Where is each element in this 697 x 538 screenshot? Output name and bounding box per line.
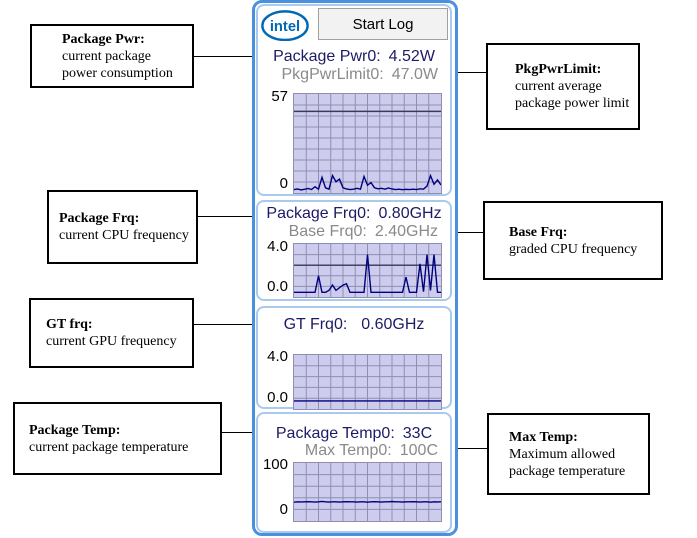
note-package-frq: Package Frq: current CPU frequency — [47, 190, 198, 264]
gt-frq-readout: GT Frq0: 0.60GHz — [258, 316, 450, 334]
note-base-frq: Base Frq: graded CPU frequency — [483, 201, 663, 280]
y-axis-min-label: 0 — [279, 501, 288, 518]
readout-value: 0.80GHz — [378, 205, 442, 222]
note-line: package temperature — [509, 463, 626, 479]
power-graph — [293, 93, 442, 194]
note-line: power consumption — [62, 65, 173, 81]
svg-text:intel: intel — [270, 19, 300, 35]
power-gadget-panel: intel Start Log Package Pwr0: 4.52W PkgP… — [252, 0, 458, 536]
note-gt-frq: GT frq: current GPU frequency — [29, 298, 194, 368]
y-axis-max-label: 100 — [262, 456, 288, 473]
note-title: Package Temp: — [29, 422, 121, 438]
note-title: Package Frq: — [59, 211, 140, 226]
cpu-frequency-graph — [293, 243, 442, 298]
note-line: current GPU frequency — [46, 334, 177, 349]
note-line: package power limit — [515, 96, 630, 111]
note-pkgpwrlimit: PkgPwrLimit: current average package pow… — [486, 43, 640, 130]
note-line: Maximum allowed — [509, 446, 616, 462]
y-axis-min-label: 0.0 — [267, 278, 288, 295]
readout-label: Package Frq0: — [266, 205, 371, 222]
base-frq-readout: Base Frq0: 2.40GHz — [258, 223, 450, 241]
note-max-temp: Max Temp: Maximum allowed package temper… — [487, 413, 650, 495]
package-frq-readout: Package Frq0: 0.80GHz — [258, 205, 450, 223]
readout-label: GT Frq0: — [283, 316, 348, 333]
readout-label: Package Temp0: — [275, 425, 395, 442]
note-line: graded CPU frequency — [509, 241, 638, 257]
readout-value: 33C — [402, 425, 433, 442]
readout-value: 4.52W — [388, 48, 435, 65]
start-log-button[interactable]: Start Log — [318, 8, 448, 40]
package-pwr-readout: Package Pwr0: 4.52W — [258, 48, 450, 66]
section-package-temperature: Package Temp0: 33C Max Temp0: 100C 100 0 — [256, 412, 452, 533]
note-line: current CPU frequency — [59, 228, 189, 243]
readout-label: Package Pwr0: — [273, 48, 381, 65]
readout-value: 100C — [399, 442, 438, 459]
note-title: GT frq: — [46, 317, 93, 332]
note-line: current average — [515, 79, 602, 94]
section-gt-frequency: GT Frq0: 0.60GHz 4.0 0.0 — [256, 306, 452, 410]
max-temp-readout: Max Temp0: 100C — [258, 442, 450, 460]
section-package-frequency: Package Frq0: 0.80GHz Base Frq0: 2.40GHz… — [256, 200, 452, 301]
note-line: current package — [62, 48, 151, 64]
package-temp-readout: Package Temp0: 33C — [258, 425, 450, 443]
note-title: Package Pwr: — [62, 31, 145, 47]
note-line: current package temperature — [29, 439, 189, 455]
y-axis-min-label: 0 — [279, 175, 288, 192]
pkgpwrlimit-readout: PkgPwrLimit0: 47.0W — [258, 66, 450, 84]
readout-label: Max Temp0: — [304, 442, 392, 459]
note-package-pwr: Package Pwr: current package power consu… — [30, 24, 194, 88]
note-package-temp: Package Temp: current package temperatur… — [13, 402, 222, 475]
note-title: PkgPwrLimit: — [515, 62, 602, 77]
y-axis-max-label: 4.0 — [267, 348, 288, 365]
y-axis-max-label: 4.0 — [267, 238, 288, 255]
readout-value: 2.40GHz — [374, 223, 438, 240]
y-axis-min-label: 0.0 — [267, 389, 288, 406]
note-title: Max Temp: — [509, 429, 578, 445]
note-title: Base Frq: — [509, 224, 568, 240]
readout-value: 0.60GHz — [361, 316, 425, 333]
gt-frequency-graph — [293, 354, 442, 410]
intel-logo-icon: intel — [261, 10, 309, 43]
readout-label: Base Frq0: — [288, 223, 367, 240]
section-package-power: intel Start Log Package Pwr0: 4.52W PkgP… — [256, 4, 452, 196]
readout-label: PkgPwrLimit0: — [281, 66, 384, 83]
readout-value: 47.0W — [391, 66, 438, 83]
y-axis-max-label: 57 — [271, 88, 288, 105]
temperature-graph — [293, 462, 442, 522]
